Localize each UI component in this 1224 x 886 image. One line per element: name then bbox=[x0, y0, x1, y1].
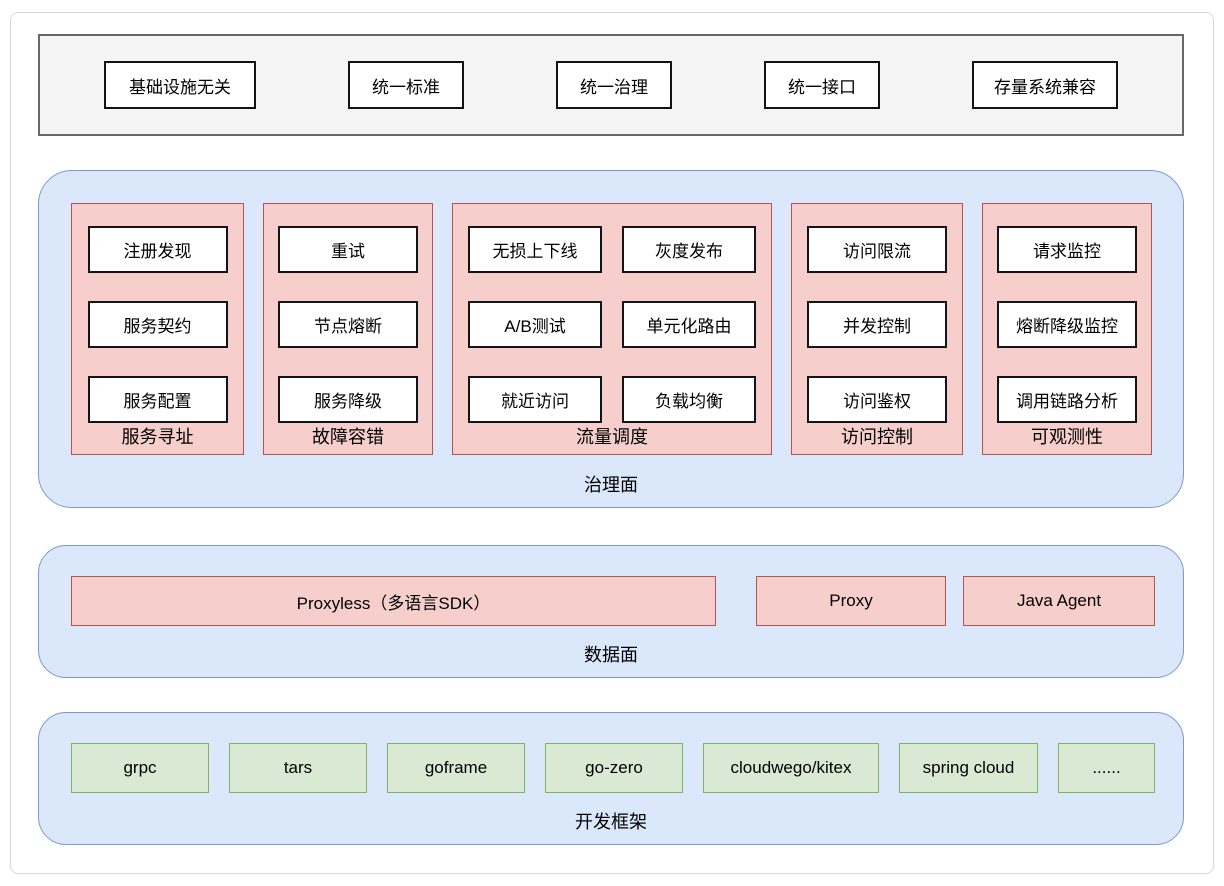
capability-box-unified-standard: 统一标准 bbox=[348, 61, 464, 109]
capability-box-legacy-compatible: 存量系统兼容 bbox=[972, 61, 1118, 109]
section-label: 流量调度 bbox=[576, 427, 648, 447]
feature-box: 服务契约 bbox=[87, 301, 228, 348]
feature-box: 服务配置 bbox=[87, 376, 228, 423]
section-observability: 请求监控 熔断降级监控 调用链路分析 可观测性 bbox=[982, 203, 1152, 455]
section-service-addressing: 注册发现 服务契约 服务配置 服务寻址 bbox=[71, 203, 244, 455]
framework-box-grpc: grpc bbox=[71, 743, 209, 793]
governance-plane: 注册发现 服务契约 服务配置 服务寻址 重试 节点熔断 服务降级 故障容错 无损… bbox=[38, 170, 1184, 508]
java-agent-box: Java Agent bbox=[963, 576, 1155, 626]
feature-box: 无损上下线 bbox=[468, 226, 602, 273]
section-access-control: 访问限流 并发控制 访问鉴权 访问控制 bbox=[791, 203, 963, 455]
feature-box: 访问鉴权 bbox=[807, 376, 947, 423]
feature-box: 请求监控 bbox=[997, 226, 1137, 273]
section-label: 访问控制 bbox=[841, 427, 913, 447]
framework-box-tars: tars bbox=[229, 743, 367, 793]
data-plane: Proxyless（多语言SDK） Proxy Java Agent 数据面 bbox=[38, 545, 1184, 678]
feature-box: A/B测试 bbox=[468, 301, 602, 348]
feature-box: 注册发现 bbox=[87, 226, 228, 273]
data-plane-label: 数据面 bbox=[584, 645, 638, 665]
governance-plane-label: 治理面 bbox=[584, 475, 638, 495]
capability-box-unified-governance: 统一治理 bbox=[556, 61, 672, 109]
framework-box-go-zero: go-zero bbox=[545, 743, 683, 793]
feature-box: 灰度发布 bbox=[622, 226, 756, 273]
governance-sections: 注册发现 服务契约 服务配置 服务寻址 重试 节点熔断 服务降级 故障容错 无损… bbox=[71, 203, 1152, 455]
feature-box: 调用链路分析 bbox=[997, 376, 1137, 423]
dev-framework-plane: grpc tars goframe go-zero cloudwego/kite… bbox=[38, 712, 1184, 845]
feature-box: 重试 bbox=[278, 226, 418, 273]
dev-framework-label: 开发框架 bbox=[575, 812, 647, 832]
feature-box: 负载均衡 bbox=[622, 376, 756, 423]
capability-box-infra-agnostic: 基础设施无关 bbox=[104, 61, 256, 109]
capabilities-bar: 基础设施无关 统一标准 统一治理 统一接口 存量系统兼容 bbox=[38, 34, 1184, 136]
section-label: 可观测性 bbox=[1031, 427, 1103, 447]
feature-box: 节点熔断 bbox=[278, 301, 418, 348]
feature-box: 熔断降级监控 bbox=[997, 301, 1137, 348]
section-label: 服务寻址 bbox=[121, 427, 194, 447]
capability-box-unified-interface: 统一接口 bbox=[764, 61, 880, 109]
framework-box-more: ...... bbox=[1058, 743, 1155, 793]
section-label: 故障容错 bbox=[312, 427, 384, 447]
proxyless-box: Proxyless（多语言SDK） bbox=[71, 576, 716, 626]
section-fault-tolerance: 重试 节点熔断 服务降级 故障容错 bbox=[263, 203, 433, 455]
feature-box: 访问限流 bbox=[807, 226, 947, 273]
feature-box: 单元化路由 bbox=[622, 301, 756, 348]
framework-row: grpc tars goframe go-zero cloudwego/kite… bbox=[71, 743, 1155, 793]
framework-box-goframe: goframe bbox=[387, 743, 525, 793]
framework-box-spring-cloud: spring cloud bbox=[899, 743, 1038, 793]
feature-box: 服务降级 bbox=[278, 376, 418, 423]
section-traffic-scheduling: 无损上下线 灰度发布 A/B测试 单元化路由 就近访问 负载均衡 流量调度 bbox=[452, 203, 772, 455]
feature-box: 并发控制 bbox=[807, 301, 947, 348]
feature-box: 就近访问 bbox=[468, 376, 602, 423]
framework-box-cloudwego-kitex: cloudwego/kitex bbox=[703, 743, 879, 793]
proxy-box: Proxy bbox=[756, 576, 946, 626]
